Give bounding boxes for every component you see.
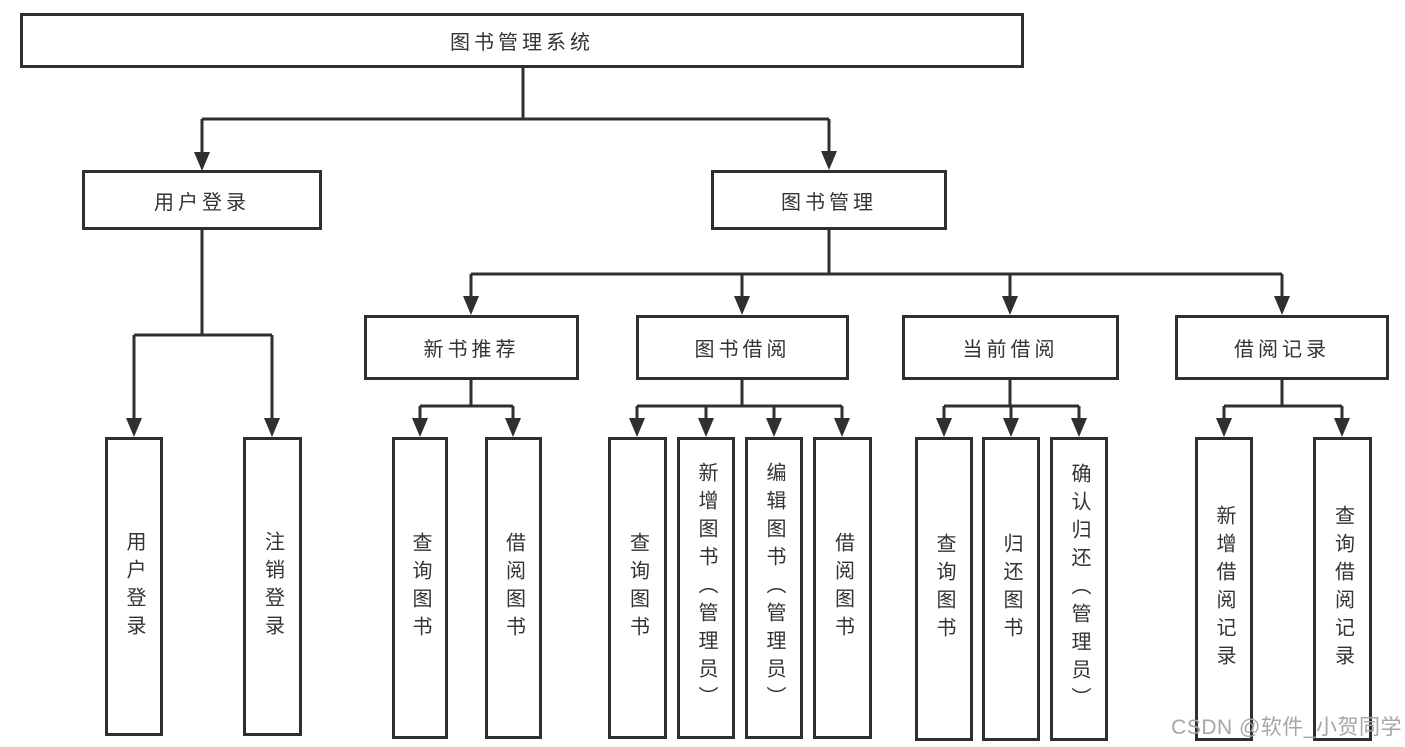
node-label: 用户登录: [154, 191, 250, 214]
node-label: 借阅图书: [831, 532, 854, 644]
node-library-system: 图书管理系统: [20, 13, 1024, 68]
node-current-borrowing: 当前借阅: [902, 315, 1119, 380]
leaf-confirm-return-admin: 确认归还（管理员）: [1050, 437, 1108, 741]
node-label: 查询借阅记录: [1331, 505, 1354, 673]
leaf-add-books-admin: 新增图书（管理员）: [677, 437, 735, 739]
node-label: 查询图书: [409, 532, 431, 644]
node-new-book-recommendation: 新书推荐: [364, 315, 579, 380]
node-label: 归还图书: [1000, 533, 1022, 645]
leaf-query-books-borrow: 查询图书: [608, 437, 667, 739]
node-label: 编辑图书（管理员）: [763, 462, 785, 714]
leaf-query-books-current: 查询图书: [915, 437, 973, 741]
leaf-return-books: 归还图书: [982, 437, 1040, 741]
node-label: 新增图书（管理员）: [695, 462, 717, 714]
leaf-add-borrow-record: 新增借阅记录: [1195, 437, 1253, 741]
node-label: 注销登录: [261, 530, 284, 643]
node-label: 图书管理系统: [450, 32, 594, 54]
leaf-borrow-books: 借阅图书: [813, 437, 872, 739]
node-label: 用户登录: [123, 530, 145, 643]
node-label: 新书推荐: [423, 339, 520, 361]
node-user-login: 用户登录: [82, 170, 322, 230]
leaf-user-login: 用户登录: [105, 437, 163, 736]
node-label: 新增借阅记录: [1213, 505, 1235, 673]
node-label: 图书管理: [781, 191, 877, 214]
node-borrowing-records: 借阅记录: [1175, 315, 1389, 380]
leaf-edit-books-admin: 编辑图书（管理员）: [745, 437, 803, 739]
node-label: 借阅图书: [502, 532, 525, 644]
node-label: 查询图书: [626, 532, 649, 644]
leaf-query-books-recommend: 查询图书: [392, 437, 448, 739]
leaf-borrow-books-recommend: 借阅图书: [485, 437, 542, 739]
node-book-borrowing: 图书借阅: [636, 315, 849, 380]
node-label: 确认归还（管理员）: [1068, 463, 1090, 715]
csdn-watermark: CSDN @软件_小贺同学: [1171, 716, 1402, 739]
node-label: 图书借阅: [694, 339, 791, 361]
node-label: 当前借阅: [962, 339, 1059, 361]
node-book-management: 图书管理: [711, 170, 947, 230]
node-label: 查询图书: [933, 533, 955, 645]
leaf-logout: 注销登录: [243, 437, 302, 736]
node-label: 借阅记录: [1234, 339, 1330, 361]
leaf-query-borrow-record: 查询借阅记录: [1313, 437, 1372, 741]
